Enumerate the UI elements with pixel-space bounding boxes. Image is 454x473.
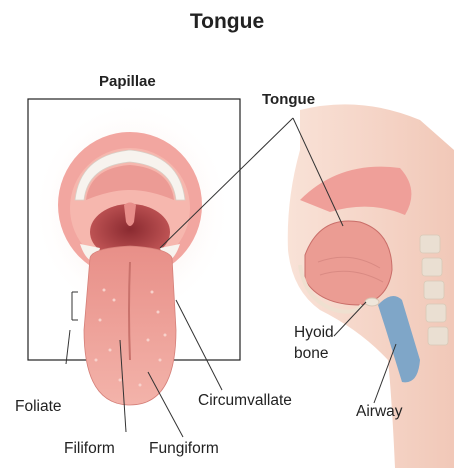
tongue-side — [305, 221, 392, 305]
front-mouth-view — [32, 100, 232, 405]
label-foliate: Foliate — [15, 398, 62, 416]
label-hyoid-line1: Hyoid — [294, 324, 334, 342]
label-tongue: Tongue — [262, 91, 315, 108]
label-filiform: Filiform — [64, 440, 115, 458]
label-fungiform: Fungiform — [149, 440, 219, 458]
label-airway: Airway — [356, 403, 403, 421]
hyoid-bone — [365, 298, 379, 306]
label-circumvallate: Circumvallate — [198, 392, 292, 410]
page-title: Tongue — [0, 10, 454, 34]
label-papillae: Papillae — [99, 73, 156, 90]
label-hyoid-line2: bone — [294, 345, 328, 363]
